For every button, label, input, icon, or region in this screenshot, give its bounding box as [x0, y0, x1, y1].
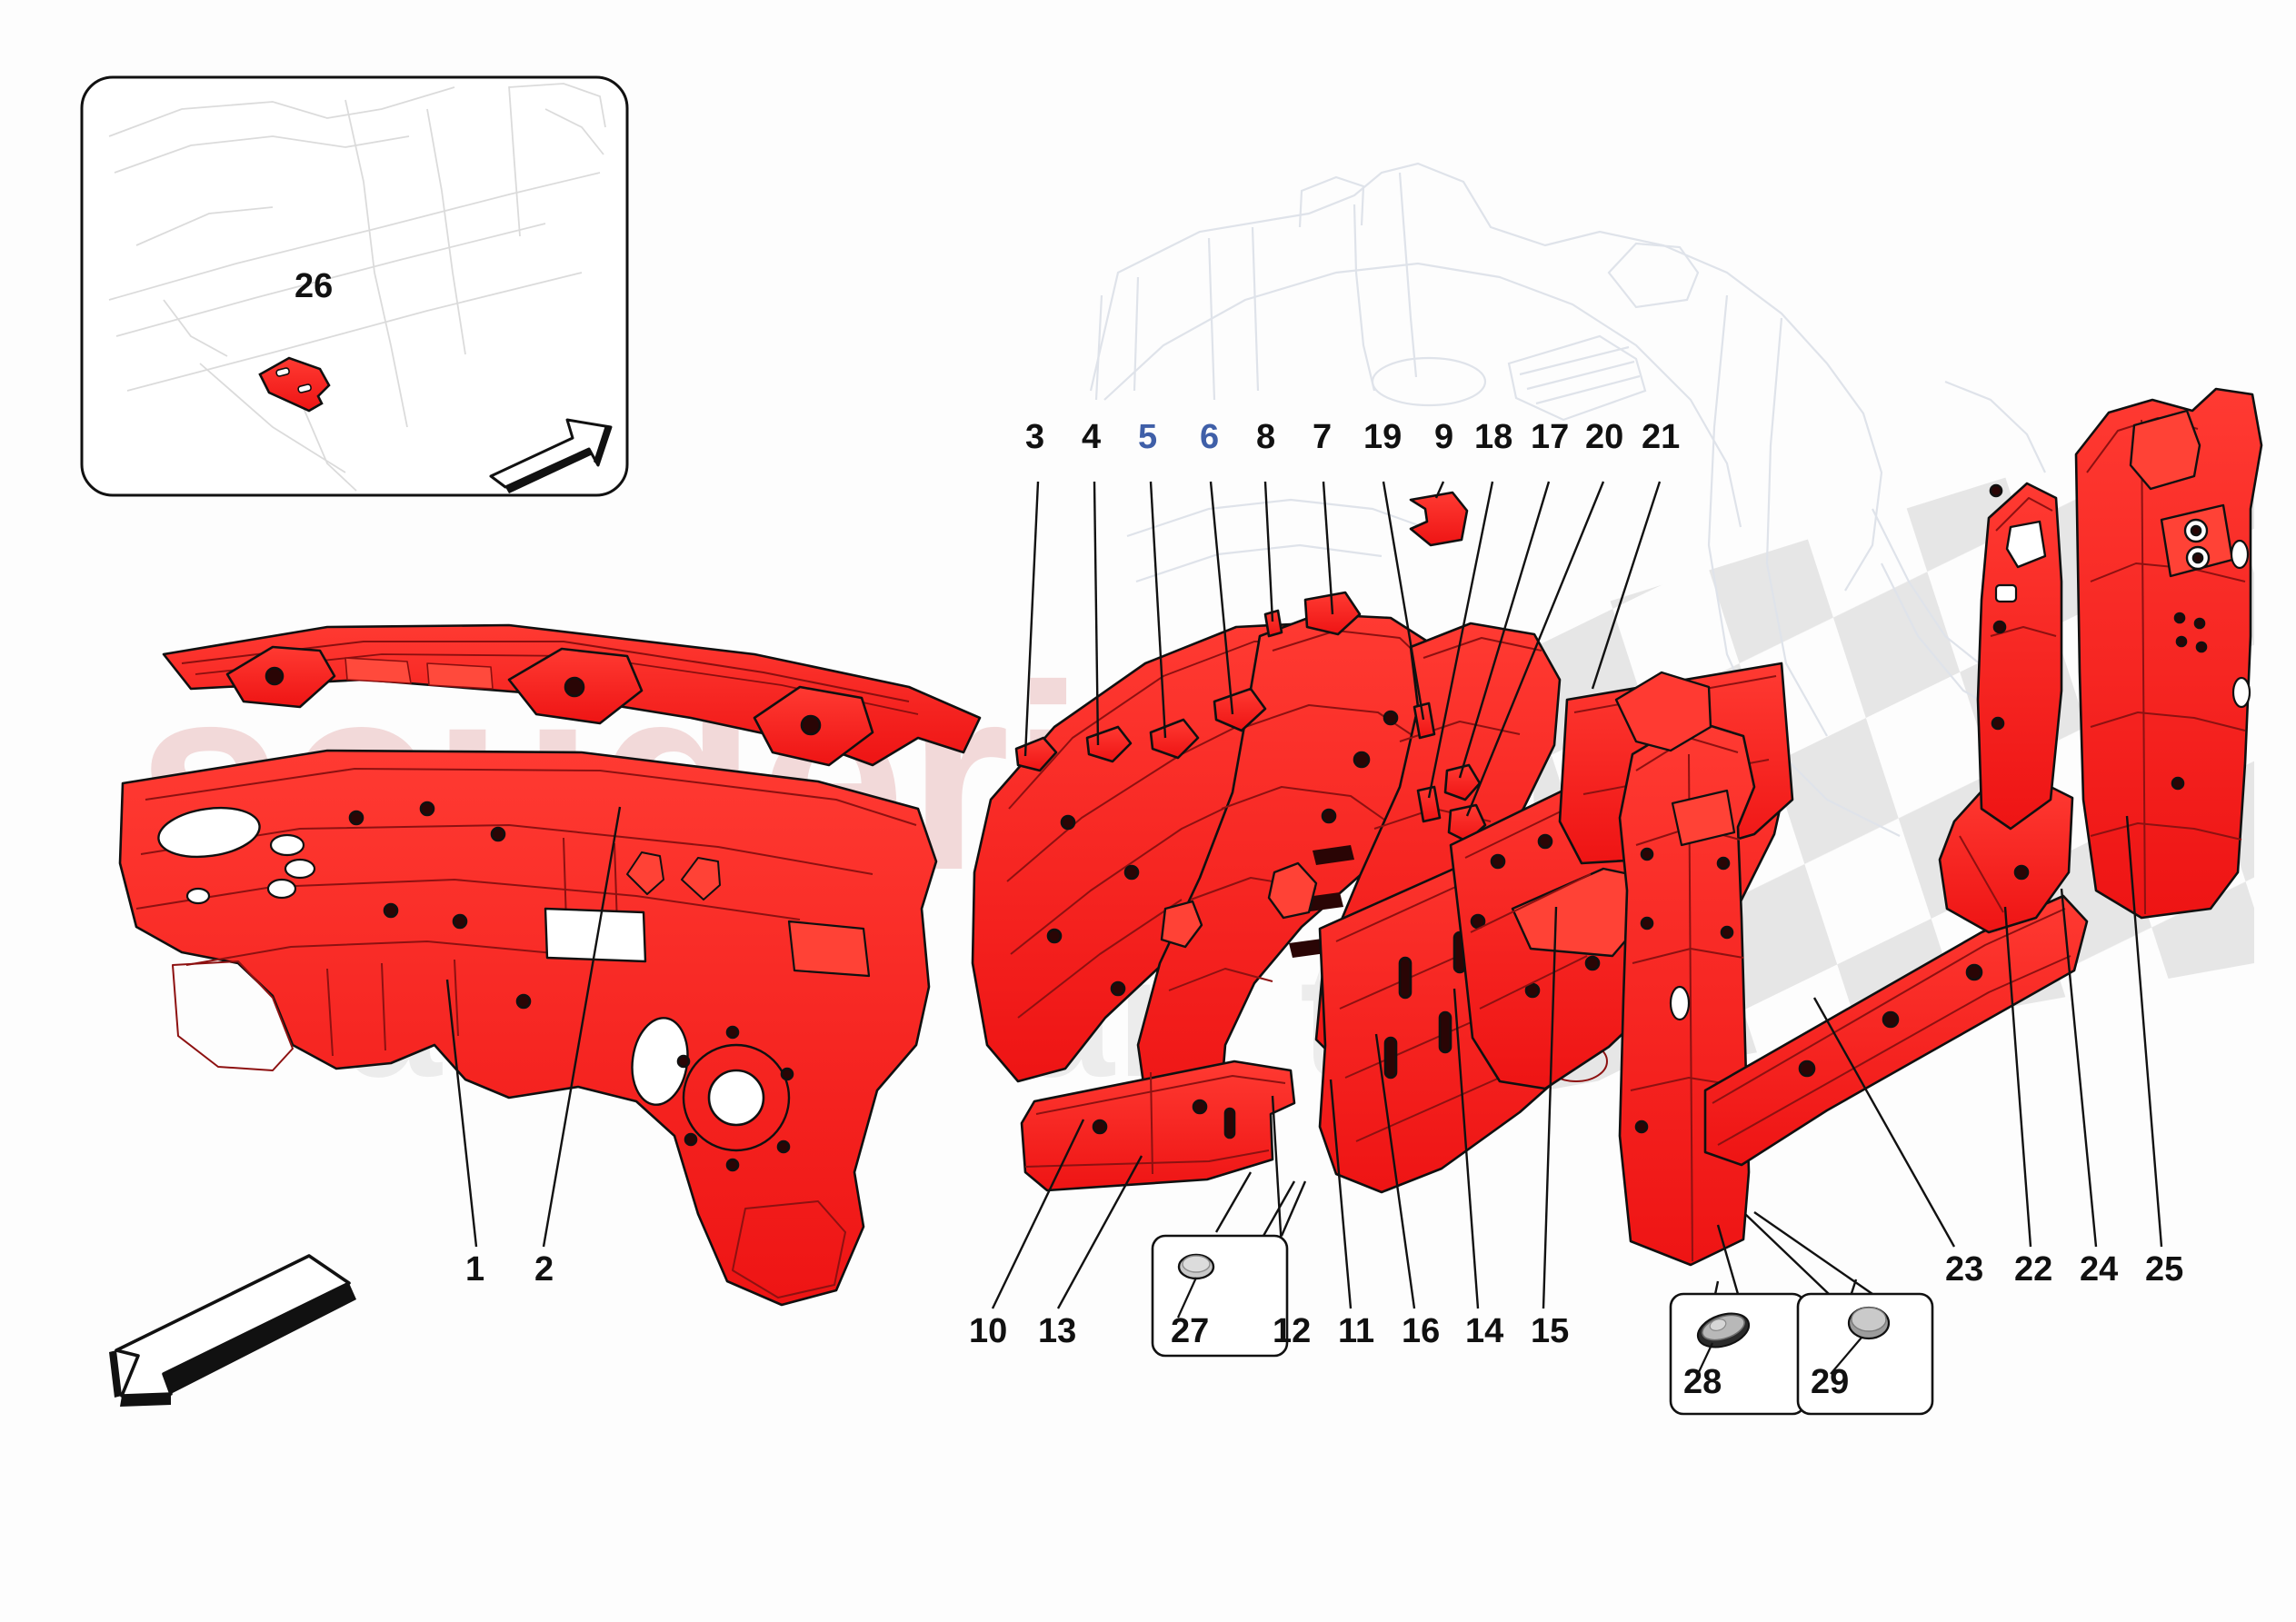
leader-8: [1263, 481, 1274, 622]
leader-24: [2060, 888, 2098, 1248]
callout-9: 9: [1434, 418, 1454, 456]
leader-22: [2003, 906, 2032, 1248]
inset-box-27: [1151, 1234, 1289, 1358]
part-12-tab: [1160, 900, 1203, 949]
part-19-pin: [1413, 702, 1436, 740]
leader-29-connector-b: [1753, 1211, 1873, 1295]
leader-17: [1458, 481, 1551, 779]
callout-29: 29: [1811, 1363, 1850, 1401]
callout-2: 2: [534, 1250, 554, 1289]
callout-18: 18: [1474, 418, 1513, 456]
leader-14: [1452, 988, 1480, 1309]
callout-6: 6: [1200, 418, 1220, 456]
leader-16: [1374, 1033, 1416, 1309]
callout-16: 16: [1402, 1312, 1441, 1350]
part-10-13-crossmember: [1020, 1060, 1296, 1192]
part-group-right-pillars: [1558, 387, 2263, 1267]
part-25-slot: [2005, 520, 2047, 569]
callout-3: 3: [1025, 418, 1045, 456]
leader-27-connector-a: [1262, 1180, 1296, 1237]
callout-19: 19: [1363, 418, 1403, 456]
leader-25: [2125, 815, 2163, 1248]
callout-10: 10: [969, 1312, 1008, 1350]
callout-1: 1: [465, 1250, 485, 1289]
callout-8: 8: [1256, 418, 1276, 456]
callout-20: 20: [1585, 418, 1624, 456]
leader-15: [1542, 906, 1558, 1309]
leader-28-connector: [1716, 1224, 1740, 1295]
callout-23: 23: [1945, 1250, 1984, 1289]
part-16-tab: [1267, 861, 1318, 920]
bulkhead-hole-a: [157, 806, 261, 859]
main-direction-arrow: [109, 1254, 356, 1407]
callout-15: 15: [1531, 1312, 1570, 1350]
callout-28: 28: [1683, 1363, 1722, 1401]
part-6-small-bracket: [1213, 687, 1267, 732]
leader-9: [1434, 481, 1445, 499]
part-28-oval-grommet: [1696, 1312, 1751, 1348]
leader-29-connector-a: [1744, 1213, 1830, 1295]
inset-direction-arrow: [489, 418, 613, 493]
part-29-round-plug: [1847, 1306, 1891, 1340]
ghost-assembly-outlines: [1089, 162, 2055, 837]
callout-24: 24: [2080, 1250, 2119, 1289]
leader-4: [1093, 481, 1100, 746]
inset-box-28: [1669, 1292, 1807, 1416]
callout-12: 12: [1273, 1312, 1312, 1350]
callout-25: 25: [2145, 1250, 2184, 1289]
leader-18: [1427, 481, 1494, 799]
part-group-firewall-bulkhead: [118, 623, 982, 1307]
leader-lines: [304, 299, 2163, 1369]
part-18-stud: [1416, 785, 1442, 823]
part-5-small-bracket: [1149, 718, 1200, 760]
inset-box-29: [1796, 1292, 1934, 1416]
bulkhead-mount-plate: [787, 920, 871, 978]
part-9-bracket: [1409, 491, 1469, 547]
callout-17: 17: [1531, 418, 1570, 456]
part-23-bracket-plate: [1671, 789, 1736, 847]
leader-11: [1329, 1079, 1353, 1309]
part-25-pillar-reinforcement: [1976, 482, 2063, 831]
leader-13: [1056, 1155, 1143, 1309]
part-17-nut: [1443, 763, 1482, 801]
callout-22: 22: [2014, 1250, 2053, 1289]
callout-21: 21: [1642, 418, 1681, 456]
leader-7: [1322, 481, 1334, 615]
leader-21: [1591, 481, 1662, 690]
leader-23: [1812, 997, 1956, 1248]
part-23-upper-flange: [1614, 671, 1712, 752]
part-8-stud: [1263, 609, 1283, 638]
bulkhead-slot-rect: [544, 907, 647, 963]
callout-14: 14: [1465, 1312, 1504, 1350]
leader-6: [1209, 481, 1234, 715]
leader-20: [1465, 481, 1605, 817]
callout-27: 27: [1171, 1312, 1210, 1350]
callout-4: 4: [1082, 418, 1102, 456]
callout-13: 13: [1038, 1312, 1077, 1350]
b-pillar-top-plate: [2129, 409, 2201, 491]
inset-box-26: [80, 75, 629, 497]
bulkhead-steering-hole: [707, 1069, 765, 1127]
leader-27-connector-b: [1280, 1180, 1307, 1237]
leader-5: [1149, 481, 1167, 739]
leader-27: [1214, 1171, 1253, 1233]
callout-5: 5: [1138, 418, 1158, 456]
callout-26: 26: [294, 267, 334, 305]
leader-2: [542, 806, 622, 1248]
leader-3: [1023, 481, 1040, 757]
leader-1: [445, 979, 478, 1248]
leader-10: [991, 1119, 1085, 1309]
callout-11: 11: [1338, 1312, 1375, 1350]
callout-7: 7: [1313, 418, 1333, 456]
leader-19: [1382, 481, 1425, 721]
